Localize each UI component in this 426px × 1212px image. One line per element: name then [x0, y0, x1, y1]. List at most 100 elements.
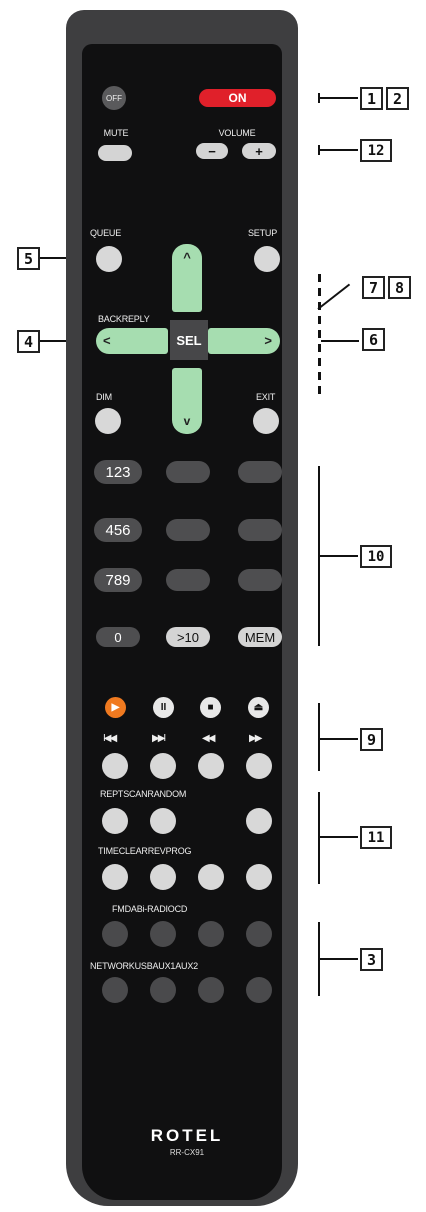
usb-button[interactable]: [150, 977, 176, 1003]
sel-button[interactable]: SEL: [170, 320, 208, 360]
queue-label: QUEUE: [90, 228, 122, 238]
backreply-label: BACKREPLY: [98, 314, 150, 324]
callout-line-7: [317, 283, 351, 310]
setup-button[interactable]: [254, 246, 280, 272]
aux1-button[interactable]: [198, 977, 224, 1003]
numpad-button[interactable]: [238, 569, 282, 591]
numpad-button[interactable]: [166, 519, 210, 541]
up-button[interactable]: ^: [172, 244, 202, 312]
previous-track-button[interactable]: [102, 753, 128, 779]
mem-button[interactable]: MEM: [238, 627, 282, 647]
callout-line-12: [318, 149, 358, 151]
clear-button[interactable]: [150, 864, 176, 890]
pause-icon: II: [160, 702, 167, 713]
callout-line-9: [320, 738, 358, 740]
scan-button[interactable]: [150, 808, 176, 834]
callout-box-3: 3: [360, 948, 383, 971]
rotel-logo: ROTEL: [150, 1126, 224, 1145]
num-0-button[interactable]: 0: [96, 627, 140, 647]
left-button[interactable]: <: [96, 328, 168, 354]
rev-button[interactable]: [198, 864, 224, 890]
num-456-button[interactable]: 456: [94, 518, 142, 542]
callout-line-4: [40, 340, 66, 342]
stop-button[interactable]: ■: [200, 697, 221, 718]
rept-button[interactable]: [102, 808, 128, 834]
volume-label: VOLUME: [218, 128, 256, 138]
callout-dashed-bracket: [318, 274, 321, 394]
callout-box-2: 2: [386, 87, 409, 110]
num-0-label: 0: [114, 629, 122, 645]
queue-button[interactable]: [96, 246, 122, 272]
callout-line-3: [320, 958, 358, 960]
callout-box-12: 12: [360, 139, 392, 162]
dim-button[interactable]: [95, 408, 121, 434]
next-track-icon: ▶▶I: [152, 733, 166, 744]
volume-down-button[interactable]: −: [196, 143, 228, 159]
off-label: OFF: [106, 93, 122, 103]
random-button[interactable]: [246, 808, 272, 834]
numpad-button[interactable]: [238, 519, 282, 541]
callout-line-10: [320, 555, 358, 557]
volume-down-label: −: [208, 143, 216, 159]
greater-than-10-button[interactable]: >10: [166, 627, 210, 647]
callout-line-11: [320, 836, 358, 838]
mute-button[interactable]: [98, 145, 132, 161]
callout-box-10: 10: [360, 545, 392, 568]
num-123-button[interactable]: 123: [94, 460, 142, 484]
time-button[interactable]: [102, 864, 128, 890]
numpad-button[interactable]: [166, 461, 210, 483]
network-button[interactable]: [102, 977, 128, 1003]
volume-up-button[interactable]: +: [242, 143, 276, 159]
down-arrow-icon: v: [183, 414, 191, 428]
down-button[interactable]: v: [172, 368, 202, 434]
play-button[interactable]: ▶: [105, 697, 126, 718]
next-track-button[interactable]: [150, 753, 176, 779]
eject-button[interactable]: ⏏: [248, 697, 269, 718]
dab-button[interactable]: [150, 921, 176, 947]
model-label: RR-CX91: [169, 1148, 205, 1157]
callout-bracket-9: [318, 703, 320, 771]
right-button[interactable]: >: [208, 328, 280, 354]
callout-box-8: 8: [388, 276, 411, 299]
num-789-button[interactable]: 789: [94, 568, 142, 592]
callout-box-4: 4: [17, 330, 40, 353]
network-usb-aux-label: NETWORKUSBAUX1AUX2: [90, 961, 198, 971]
on-label: ON: [228, 91, 247, 105]
stop-icon: ■: [207, 702, 214, 713]
greater-than-10-label: >10: [176, 629, 200, 645]
fm-dab-iradio-cd-label: FMDABi-RADIOCD: [112, 904, 188, 914]
cd-button[interactable]: [246, 921, 272, 947]
callout-bracket-11: [318, 792, 320, 884]
time-clear-rev-prog-label: TIMECLEARREVPROG: [98, 846, 192, 856]
dim-label: DIM: [96, 392, 112, 402]
callout-line-1: [318, 97, 358, 99]
off-button[interactable]: OFF: [102, 86, 126, 110]
callout-box-9: 9: [360, 728, 383, 751]
setup-label: SETUP: [248, 228, 278, 238]
rept-scan-random-label: REPTSCANRANDOM: [100, 789, 187, 799]
iradio-button[interactable]: [198, 921, 224, 947]
left-arrow-icon: <: [103, 333, 111, 348]
callout-bracket-3: [318, 922, 320, 996]
rewind-button[interactable]: [198, 753, 224, 779]
fast-forward-button[interactable]: [246, 753, 272, 779]
callout-box-11: 11: [360, 826, 392, 849]
fm-button[interactable]: [102, 921, 128, 947]
callout-line-6: [321, 340, 359, 342]
numpad-button[interactable]: [238, 461, 282, 483]
exit-button[interactable]: [253, 408, 279, 434]
previous-track-icon: I◀◀: [103, 733, 117, 744]
on-button[interactable]: ON: [199, 89, 276, 107]
prog-button[interactable]: [246, 864, 272, 890]
sel-label: SEL: [176, 332, 202, 348]
callout-box-6: 6: [362, 328, 385, 351]
pause-button[interactable]: II: [153, 697, 174, 718]
numpad-button[interactable]: [166, 569, 210, 591]
callout-line-5: [40, 257, 66, 259]
aux2-button[interactable]: [246, 977, 272, 1003]
rewind-icon: ◀◀: [202, 733, 215, 744]
num-123-label: 123: [105, 463, 131, 481]
mem-label: MEM: [244, 629, 276, 645]
callout-box-5: 5: [17, 247, 40, 270]
fast-forward-icon: ▶▶: [249, 733, 262, 744]
